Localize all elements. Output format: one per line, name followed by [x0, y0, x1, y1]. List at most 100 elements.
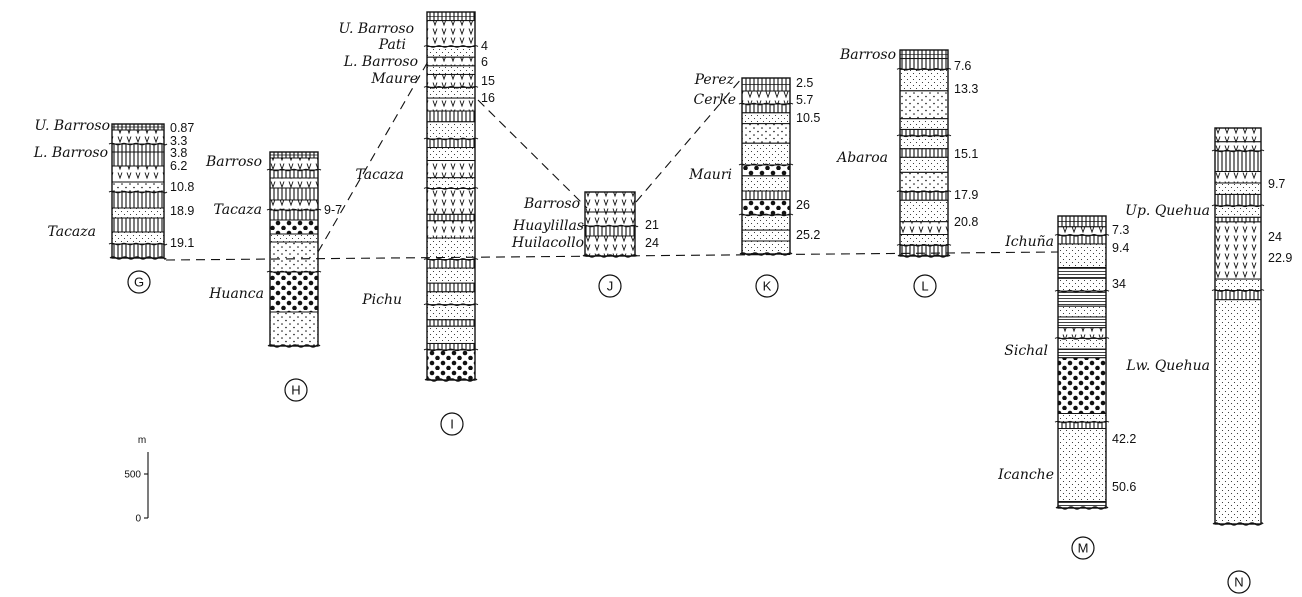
formation-name: Perez [694, 72, 735, 88]
column-L-label: L [921, 279, 928, 294]
column-G-bed [111, 191, 165, 209]
column-N-bed [1214, 127, 1262, 143]
column-I-bed [426, 121, 476, 140]
column-K-bed [741, 229, 791, 242]
column-H-bed [269, 311, 319, 347]
formation-name: Maure [370, 71, 418, 87]
column-L-bed [899, 171, 949, 193]
column-I-bed [426, 20, 476, 47]
column-G-unconformity [108, 190, 168, 194]
column-I-unconformity [423, 303, 479, 306]
age-label: 6 [481, 55, 488, 69]
column-L-outline [899, 49, 949, 257]
column-K-bed [741, 240, 791, 255]
column-K-bed [741, 199, 791, 216]
column-L-bed [899, 221, 949, 235]
column-H-bed [269, 241, 319, 273]
age-label: 42.2 [1112, 432, 1136, 446]
column-G-unconformity [108, 142, 168, 146]
column-I-label: I [450, 417, 454, 432]
age-label: 16 [481, 91, 495, 105]
age-label: 7.3 [1112, 223, 1129, 237]
scale-bar-unit: m [138, 435, 146, 446]
column-N-bed [1214, 221, 1262, 280]
column-G-label: G [134, 275, 144, 290]
column-G-bed [111, 181, 165, 193]
column-I-unconformity [423, 45, 479, 48]
formation-name: Barroso [523, 196, 580, 212]
column-H-unconformity [266, 270, 322, 274]
column-H-label-circle [284, 378, 308, 402]
column-I-bed [426, 259, 476, 269]
formation-name: Pati [378, 37, 406, 53]
column-L-unconformity [896, 190, 952, 193]
column-I-unconformity [423, 137, 479, 141]
formation-name: Huanca [208, 286, 264, 302]
column-G-base [109, 256, 167, 260]
age-label: 15.1 [954, 147, 978, 161]
column-H-bed [269, 169, 319, 179]
column-G-label-circle [127, 270, 151, 294]
scale-bar-tick-label: 500 [124, 470, 141, 481]
column-K-bed [741, 112, 791, 125]
column-G-bed [111, 217, 165, 233]
age-label: 24 [1268, 230, 1282, 244]
column-K-label: K [763, 279, 772, 294]
column-I-bed [426, 220, 476, 239]
column-J-bed [584, 191, 636, 213]
column-M-unconformity [1054, 420, 1110, 424]
column-I-label-circle [440, 412, 464, 436]
column-J-label: J [607, 279, 614, 294]
column-K [738, 77, 794, 256]
age-label: 5.7 [796, 93, 813, 107]
column-L-unconformity [896, 68, 952, 71]
column-M-bed [1057, 316, 1107, 329]
column-N-unconformity [1211, 204, 1265, 208]
column-L [896, 49, 952, 258]
column-I-bed [426, 138, 476, 149]
column-L-label-circle [913, 274, 937, 298]
age-label: 20.8 [954, 215, 978, 229]
age-label: 17.9 [954, 188, 978, 202]
formation-name: U. Barroso [339, 21, 414, 37]
column-M-bed [1057, 428, 1107, 503]
age-label: 7.6 [954, 59, 971, 73]
formation-name: Lw. Quehua [1125, 358, 1210, 374]
column-J-bed [584, 225, 636, 237]
column-L-base [897, 254, 951, 258]
column-I-bed [426, 325, 476, 344]
column-L-bed [899, 156, 949, 173]
column-G-bed [111, 243, 165, 259]
column-M-bed [1057, 290, 1107, 307]
column-L-bed [899, 90, 949, 120]
column-L-bed [899, 118, 949, 130]
column-L-bed [899, 68, 949, 92]
column-N-bed [1214, 141, 1262, 152]
age-label: 6.2 [170, 159, 187, 173]
column-L-bed [899, 148, 949, 158]
column-L-unconformity [896, 243, 952, 247]
age-label: 10.8 [170, 180, 194, 194]
column-K-unconformity [738, 213, 794, 217]
column-N-bed [1214, 205, 1262, 218]
column-N-label-circle [1227, 570, 1251, 594]
column-N-base [1212, 522, 1264, 526]
column-L-bed [899, 199, 949, 223]
column-N-bed [1214, 171, 1262, 184]
column-I-bed [426, 45, 476, 58]
column-M-bed [1057, 348, 1107, 359]
column-I-bed [426, 267, 476, 284]
formation-name: Ichuña [1004, 234, 1054, 250]
column-N-bed [1214, 150, 1262, 172]
formation-name: Abaroa [835, 150, 888, 166]
formation-name: Cerke [694, 92, 736, 108]
column-M-unconformity [1054, 234, 1110, 237]
column-K-bed [741, 190, 791, 201]
age-label: 19.1 [170, 236, 194, 250]
age-label: 26 [796, 198, 810, 212]
column-J-base [582, 254, 638, 258]
column-K-bed [741, 103, 791, 114]
column-I-base [424, 378, 478, 382]
